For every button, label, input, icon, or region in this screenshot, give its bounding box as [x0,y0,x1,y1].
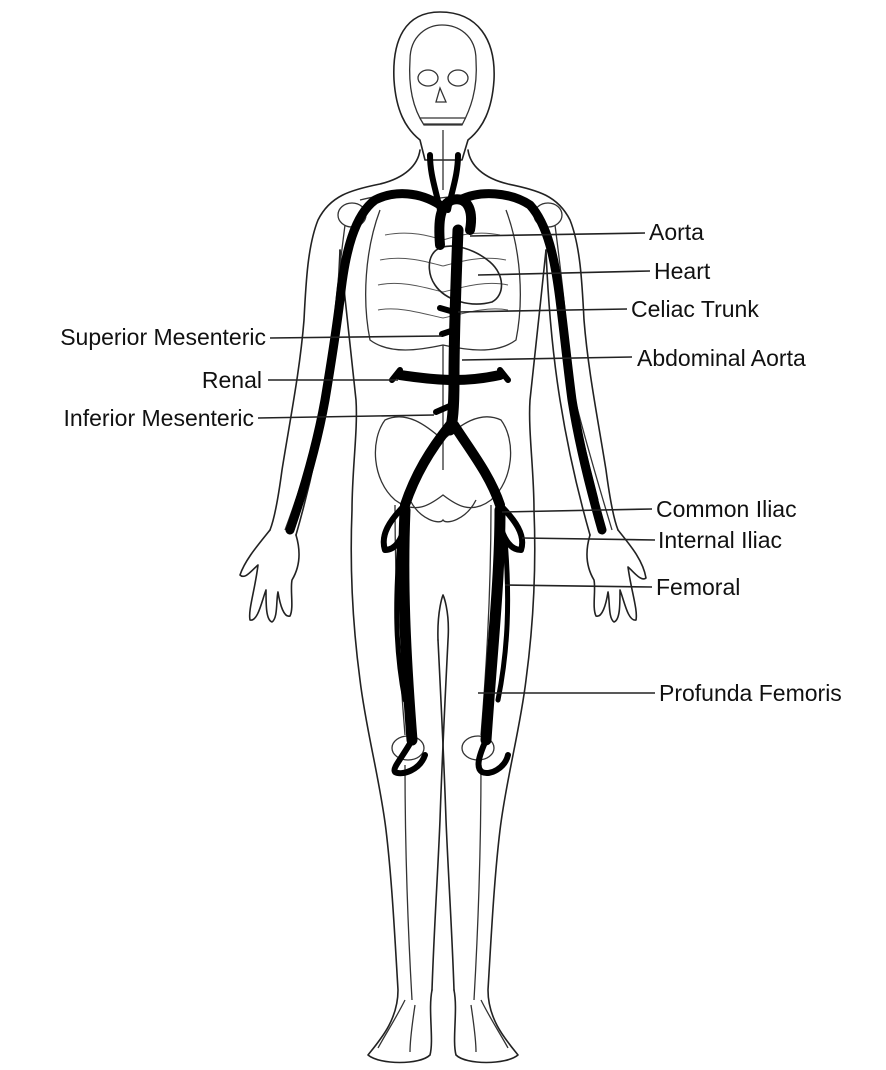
label-celiac-trunk: Celiac Trunk [631,296,759,322]
label-femoral: Femoral [656,574,740,600]
label-heart: Heart [654,258,711,284]
label-inferior-mesenteric: Inferior Mesenteric [64,405,254,431]
label-aorta: Aorta [649,219,704,245]
label-superior-mesenteric: Superior Mesenteric [60,324,266,350]
label-renal: Renal [202,367,262,393]
label-profunda-femoris: Profunda Femoris [659,680,842,706]
label-internal-iliac: Internal Iliac [658,527,782,553]
label-common-iliac: Common Iliac [656,496,797,522]
label-abdominal-aorta: Abdominal Aorta [637,345,806,371]
